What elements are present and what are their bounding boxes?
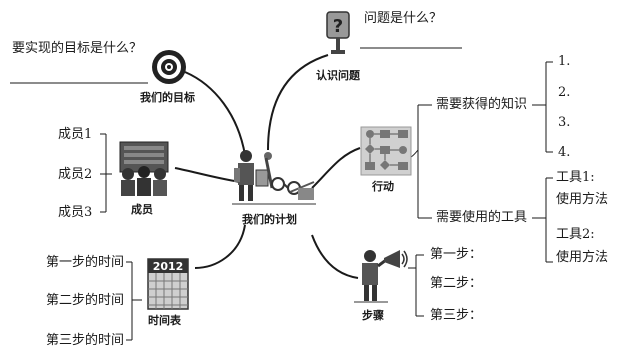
- step-item-3: 第三步：: [430, 308, 483, 323]
- tools-label: 需要使用的工具: [436, 210, 528, 225]
- tool-2-name: 工具2:: [556, 227, 595, 242]
- timeline-label: 时间表: [148, 314, 181, 327]
- action-label: 行动: [372, 180, 394, 193]
- steps-label: 步骤: [362, 309, 384, 322]
- question-sign-icon: ?: [326, 11, 350, 54]
- goal-question: 要实现的目标是什么？: [12, 41, 143, 56]
- knowledge-item-3: 3.: [558, 115, 571, 130]
- timeline-item-2: 第二步的时间: [46, 293, 125, 308]
- member-item-1: 成员1: [58, 127, 93, 142]
- member-item-3: 成员3: [58, 205, 93, 220]
- target-icon: [152, 50, 186, 84]
- megaphone-person-icon: [354, 250, 408, 303]
- problem-question: 问题是什么？: [364, 11, 443, 26]
- member-item-2: 成员2: [58, 167, 93, 182]
- branch-steps: [311, 234, 359, 279]
- branch-goal: [184, 71, 246, 156]
- calendar-icon: 2012: [147, 258, 189, 310]
- tool-2-usage: 使用方法: [556, 250, 609, 265]
- planner-figure-icon: [232, 150, 316, 205]
- goal-label: 我们的目标: [140, 91, 195, 104]
- step-item-1: 第一步：: [430, 247, 483, 262]
- center-label: 我们的计划: [242, 213, 297, 226]
- question-mark-glyph: ?: [333, 16, 343, 37]
- branch-problem: [267, 54, 329, 151]
- branch-members: [174, 167, 241, 183]
- timeline-item-1: 第一步的时间: [46, 255, 125, 270]
- tool-1-name: 工具1:: [556, 170, 595, 185]
- calendar-year: 2012: [153, 260, 184, 273]
- knowledge-label: 需要获得的知识: [436, 97, 528, 112]
- members-label: 成员: [131, 203, 153, 216]
- branch-timeline: [194, 224, 246, 269]
- tool-1-usage: 使用方法: [556, 192, 609, 207]
- timeline-item-3: 第三步的时间: [46, 333, 125, 348]
- knowledge-item-4: 4.: [558, 145, 571, 160]
- knowledge-item-1: 1.: [558, 54, 571, 69]
- flowchart-icon: [360, 126, 412, 176]
- people-group-icon: [119, 141, 169, 196]
- problem-label: 认识问题: [316, 69, 360, 82]
- step-item-2: 第二步：: [430, 276, 483, 291]
- knowledge-item-2: 2.: [558, 85, 571, 100]
- branch-action: [311, 147, 361, 189]
